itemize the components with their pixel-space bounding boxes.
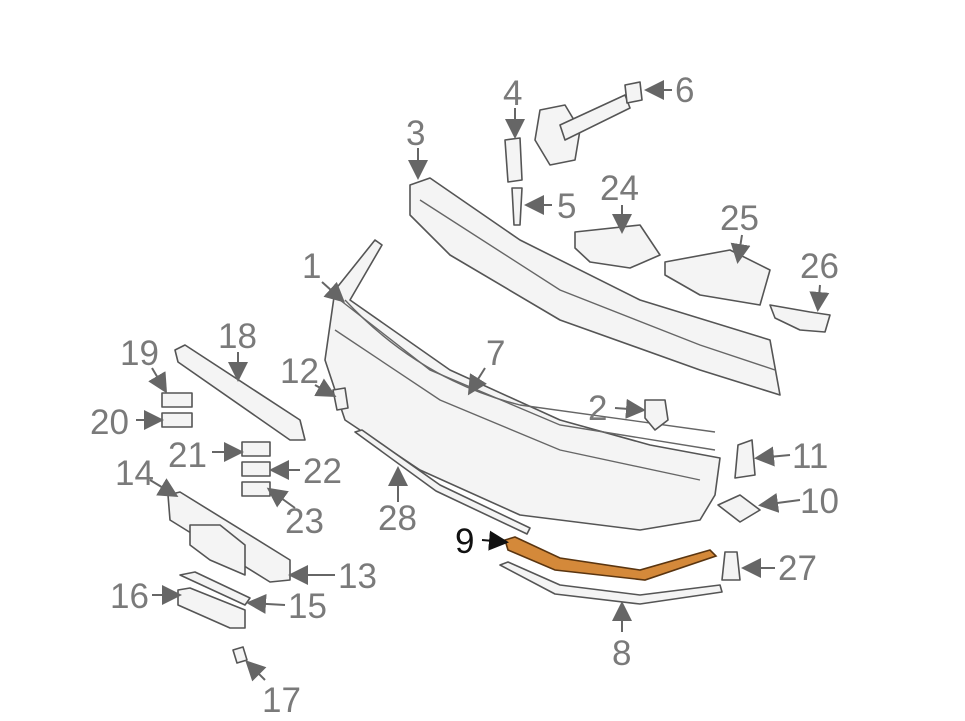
part-25-bracket (664, 249, 771, 306)
part-20-clip (161, 412, 193, 428)
label-17: 17 (262, 681, 301, 720)
part-16-trim (177, 587, 246, 629)
part-22-clip (241, 461, 271, 477)
label-6: 6 (675, 71, 694, 110)
part-17-plug (232, 646, 248, 664)
label-21: 21 (168, 436, 207, 475)
part-21-clip (241, 441, 271, 457)
label-20: 20 (90, 403, 129, 442)
label-14: 14 (115, 454, 154, 493)
label-18: 18 (218, 317, 257, 356)
part-12-cover (332, 387, 349, 411)
label-15: 15 (288, 587, 327, 626)
label-5: 5 (557, 187, 576, 226)
part-24-bracket (574, 224, 661, 269)
callout-arrows (136, 80, 830, 682)
part-5-bolt (511, 187, 523, 226)
label-13: 13 (338, 557, 377, 596)
label-24: 24 (600, 169, 639, 208)
part-26-trim (769, 304, 831, 333)
part-6-cap (624, 81, 643, 104)
label-25: 25 (720, 199, 759, 238)
part-4-bumper-bracket (534, 104, 581, 166)
part-19-clip (161, 392, 193, 408)
label-16: 16 (110, 577, 149, 616)
label-2: 2 (588, 389, 607, 428)
part-7-molding (344, 299, 716, 433)
label-22: 22 (303, 452, 342, 491)
part-18-grille (174, 344, 306, 441)
label-19: 19 (120, 334, 159, 373)
label-10: 10 (800, 482, 839, 521)
label-27: 27 (778, 549, 817, 588)
label-1: 1 (302, 247, 321, 286)
label-11: 11 (792, 437, 828, 476)
label-26: 26 (800, 247, 839, 286)
part-9-highlighted-absorber (504, 536, 718, 581)
label-28: 28 (378, 499, 417, 538)
label-4: 4 (503, 74, 522, 113)
part-23-clip (241, 481, 271, 497)
label-3: 3 (406, 114, 425, 153)
label-12: 12 (280, 352, 319, 391)
part-27-clip (721, 551, 741, 581)
label-9: 9 (455, 522, 474, 561)
label-8: 8 (612, 634, 631, 673)
part-8-strip (499, 561, 723, 605)
label-7: 7 (486, 334, 505, 373)
label-23: 23 (285, 502, 324, 541)
part-28-strip (354, 429, 531, 535)
part-10-nut (717, 494, 761, 523)
part-11-bracket (734, 439, 756, 479)
